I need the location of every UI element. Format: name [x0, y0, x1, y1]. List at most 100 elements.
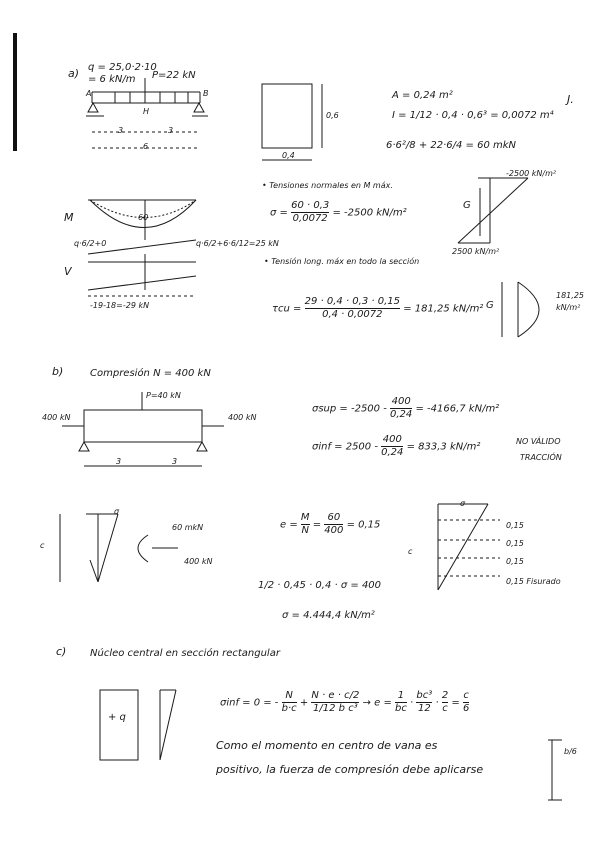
- sigma-inf-lhs: σinf = 2500 -: [312, 441, 378, 453]
- tau-den: 0,4 · 0,0072: [322, 309, 383, 320]
- moment-diagram: [88, 199, 197, 240]
- stress-diagram-b-left: [59, 513, 119, 583]
- sigma-sup-res: = -4166,7 kN/m²: [415, 403, 500, 415]
- sigma-res: = -2500 kN/m²: [332, 207, 407, 219]
- stress-diagram-b-right: [437, 503, 500, 591]
- moment-force-sketch: [137, 534, 178, 563]
- core-f1-num: N: [281, 690, 297, 703]
- centroid-label-a2: G: [486, 300, 494, 311]
- section-rect-a: [261, 83, 323, 161]
- not-valid-label: NO VÁLIDO: [516, 437, 561, 446]
- axial-left: 400 kN: [42, 413, 71, 422]
- moment-formula: 6·6²/8 + 22·6/4 = 60 mkN: [386, 140, 517, 151]
- traction-label: TRACCIÓN: [520, 453, 562, 462]
- dim-a2: 3: [168, 126, 174, 135]
- tau-num: 29 · 0,4 · 0,3 · 0,15: [304, 296, 401, 309]
- dim-b-015-3: 0,15: [506, 557, 524, 566]
- shear-right-value: q·6/2+6·6/12=25 kN: [196, 239, 279, 248]
- part-c-label: c): [56, 645, 67, 658]
- point-a: A: [86, 89, 92, 98]
- sigma-b-result: σ = 4.444,4 kN/m²: [282, 610, 375, 621]
- shear-diagram: [87, 239, 197, 297]
- e-den2: 400: [324, 525, 344, 536]
- side-bracket-c: [548, 739, 562, 801]
- sigma-sup-lhs: σsup = -2500 -: [312, 403, 387, 415]
- dim-b-015-1: 0,15: [506, 521, 524, 530]
- sigma-den: 0,0072: [292, 213, 328, 224]
- core-eq: =: [451, 697, 460, 709]
- equilibrium-eq: 1/2 · 0,45 · 0,4 · σ = 400: [258, 580, 382, 591]
- sigma-sup-den: 0,24: [390, 409, 413, 420]
- e-num1: M: [300, 512, 310, 525]
- core-e1-num: 1: [395, 690, 407, 703]
- point-load-b: P=40 kN: [146, 391, 181, 400]
- page-mark: J.: [567, 93, 574, 106]
- shear-neg-value: -19-18=-29 kN: [90, 301, 150, 310]
- side-b6-label: b/6: [564, 747, 577, 756]
- core-f2-num: N · e · c/2: [311, 690, 360, 703]
- load-q-c: + q: [108, 712, 126, 723]
- core-lhs: σinf = 0 = -: [220, 697, 279, 709]
- centroid-label-a: G: [463, 200, 471, 211]
- tau-res: = 181,25 kN/m²: [403, 303, 484, 315]
- section-width: 0,4: [282, 151, 295, 160]
- moment-60-label: 60 mkN: [172, 523, 204, 532]
- stress-bot-label: 2500 kN/m²: [452, 247, 500, 256]
- sigma-inf-res: = 833,3 kN/m²: [406, 441, 481, 453]
- tau-diagram: [501, 281, 540, 338]
- sigma-b-label: σ: [114, 507, 120, 516]
- stress-top-label: -2500 kN/m²: [506, 169, 557, 178]
- sigma-num: 60 · 0,3: [291, 200, 330, 213]
- core-arrow: →: [362, 697, 371, 709]
- e-num2: 60: [324, 512, 344, 525]
- point-load-label: P=22 kN: [152, 70, 196, 81]
- core-e3-num: 2: [441, 690, 449, 703]
- dim-a1: 3: [118, 126, 124, 135]
- dim-b1: 3: [116, 457, 122, 466]
- moment-value: 60: [138, 213, 149, 222]
- e-den1: N: [301, 525, 309, 536]
- sigma-sup-num: 400: [390, 396, 413, 409]
- e-res: = 0,15: [346, 519, 381, 531]
- area-formula: A = 0,24 m²: [392, 90, 453, 101]
- core-e4-den: 6: [462, 703, 470, 714]
- section-rect-c: [99, 689, 177, 761]
- axial-right: 400 kN: [228, 413, 257, 422]
- shear-stress-text: • Tensión long. máx en todo la sección: [264, 257, 420, 266]
- core-e2-den: 12: [417, 703, 431, 714]
- shear-label: V: [64, 265, 72, 278]
- part-a-label: a): [68, 67, 80, 80]
- c-left-label: c: [40, 541, 45, 550]
- dim-b-015-2: 0,15: [506, 539, 524, 548]
- core-f2-den: 1/12 b c³: [313, 703, 358, 714]
- load-q-value: = 6 kN/m: [88, 74, 136, 85]
- shear-left-value: q·6/2+0: [74, 239, 107, 248]
- e-lhs: e =: [280, 519, 298, 531]
- core-e1-den: bc: [395, 703, 407, 714]
- conclusion-line2: positivo, la fuerza de compresión debe a…: [216, 763, 484, 776]
- core-e3-den: c: [442, 703, 448, 714]
- part-b-title: Compresión N = 400 kN: [90, 368, 211, 379]
- part-c-title: Núcleo central en sección rectangular: [90, 648, 280, 659]
- moment-label: M: [64, 211, 74, 224]
- sigma-b-right-label: σ: [460, 499, 466, 508]
- dim-b-fisurado: 0,15 Fisurado: [506, 577, 561, 586]
- load-q-label: q = 25,0·2·10: [88, 62, 157, 73]
- point-h: H: [143, 107, 150, 116]
- inertia-formula: I = 1/12 · 0,4 · 0,6³ = 0,0072 m⁴: [392, 110, 554, 121]
- core-e: e =: [374, 697, 392, 709]
